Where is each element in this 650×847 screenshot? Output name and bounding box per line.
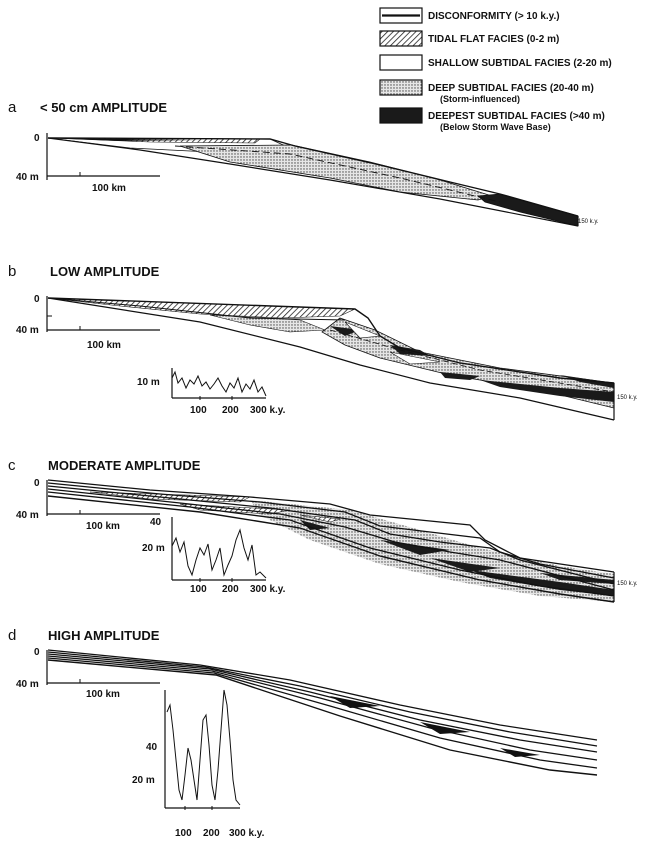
panel-c-inset-tick-2: 200 <box>222 584 239 595</box>
panel-d-depth-bottom: 40 m <box>16 679 39 690</box>
legend-label-disconformity: DISCONFORMITY (> 10 k.y.) <box>428 11 560 22</box>
panel-d-title: HIGH AMPLITUDE <box>48 628 160 643</box>
panel-d-sealevel-inset: 40 20 m 100 200 300 k.y. <box>132 689 265 839</box>
panel-b-depth-top: 0 <box>34 294 40 305</box>
panel-a: a < 50 cm AMPLITUDE 0 40 m <box>8 99 599 227</box>
panel-b-sealevel-inset: 10 m 100 200 300 k.y. <box>137 368 286 416</box>
legend-swatch-deep <box>379 79 423 96</box>
panel-b-inset-tick-3: 300 k.y. <box>250 405 286 416</box>
panel-d-inset-ylabel-top: 40 <box>146 742 158 753</box>
panel-b-age-label: 150 k.y. <box>617 395 638 401</box>
panel-c-inset-ylabel: 20 m <box>142 543 165 554</box>
legend-item-disconformity: DISCONFORMITY (> 10 k.y.) <box>379 7 560 24</box>
panel-a-letter: a <box>8 99 17 116</box>
panel-a-depth-top: 0 <box>34 133 40 144</box>
legend-label-tidal: TIDAL FLAT FACIES (0-2 m) <box>428 34 559 45</box>
panel-d-inset-tick-2: 200 <box>203 828 220 839</box>
legend-label-deep: DEEP SUBTIDAL FACIES (20-40 m) <box>428 83 594 94</box>
legend-item-deepest: DEEPEST SUBTIDAL FACIES (>40 m) (Below S… <box>379 107 605 132</box>
panel-d-scale-label: 100 km <box>86 689 120 700</box>
panel-c-title: MODERATE AMPLITUDE <box>48 458 201 473</box>
panel-a-title: < 50 cm AMPLITUDE <box>40 100 167 115</box>
panel-d-inset-ylabel: 20 m <box>132 775 155 786</box>
panel-d-letter: d <box>8 627 16 644</box>
panel-b-scale-label: 100 km <box>87 340 121 351</box>
legend-swatch-tidal <box>379 30 423 47</box>
panel-c-inset-ylabel-top: 40 <box>150 517 162 528</box>
panel-c-inset-tick-3: 300 k.y. <box>250 584 286 595</box>
panel-b-inset-ylabel: 10 m <box>137 377 160 388</box>
panel-b-title: LOW AMPLITUDE <box>50 264 160 279</box>
panel-b-letter: b <box>8 263 16 280</box>
panel-d-inset-tick-1: 100 <box>175 828 192 839</box>
legend-item-tidal: TIDAL FLAT FACIES (0-2 m) <box>379 30 559 47</box>
panel-d-inset-tick-3: 300 k.y. <box>229 828 265 839</box>
panel-c: c MODERATE AMPLITUDE 0 40 m <box>8 457 638 603</box>
panel-b: b LOW AMPLITUDE 0 40 m <box>8 263 638 421</box>
panel-c-age-label: 150 k.y. <box>617 581 638 587</box>
panel-a-axes <box>46 133 160 180</box>
panel-b-depth-bottom: 40 m <box>16 325 39 336</box>
panel-a-scale-label: 100 km <box>92 183 126 194</box>
panel-b-inset-tick-2: 200 <box>222 405 239 416</box>
panel-c-depth-bottom: 40 m <box>16 510 39 521</box>
panel-c-axes <box>46 480 160 516</box>
panel-d-depth-top: 0 <box>34 647 40 658</box>
panel-c-scale-label: 100 km <box>86 521 120 532</box>
panel-a-cross-section <box>47 137 579 227</box>
legend-item-shallow: SHALLOW SUBTIDAL FACIES (2-20 m) <box>379 54 612 71</box>
panel-c-cross-section <box>47 479 615 603</box>
panel-d-cross-section <box>47 649 598 776</box>
panel-d-axes <box>46 650 160 685</box>
legend-sub-deepest: (Below Storm Wave Base) <box>440 122 551 132</box>
legend-swatch-shallow <box>379 54 423 71</box>
panel-b-axes <box>46 296 160 332</box>
panel-a-age-label: 150 k.y. <box>578 219 599 225</box>
panel-c-inset-tick-1: 100 <box>190 584 207 595</box>
legend-label-deepest: DEEPEST SUBTIDAL FACIES (>40 m) <box>428 111 605 122</box>
panel-b-inset-tick-1: 100 <box>190 405 207 416</box>
panel-c-letter: c <box>8 457 16 474</box>
legend-sub-deep: (Storm-influenced) <box>440 94 520 104</box>
legend-swatch-deepest <box>379 107 423 124</box>
panel-c-sealevel-inset: 40 20 m 100 200 300 k.y. <box>142 517 286 595</box>
panel-c-depth-top: 0 <box>34 478 40 489</box>
panel-b-cross-section <box>47 297 615 421</box>
legend-label-shallow: SHALLOW SUBTIDAL FACIES (2-20 m) <box>428 58 612 69</box>
panel-d: d HIGH AMPLITUDE 0 40 m 100 km 4 <box>8 627 598 839</box>
legend: DISCONFORMITY (> 10 k.y.) TIDAL FLAT FAC… <box>379 7 612 132</box>
legend-item-deep: DEEP SUBTIDAL FACIES (20-40 m) (Storm-in… <box>379 79 594 104</box>
panel-a-depth-bottom: 40 m <box>16 172 39 183</box>
